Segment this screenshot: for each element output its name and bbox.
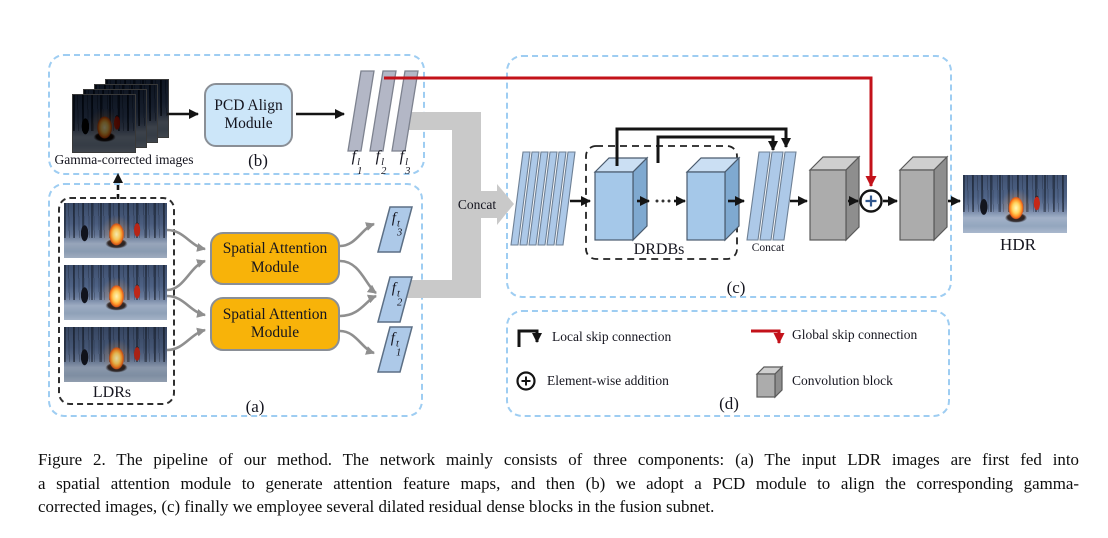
panel-a-tag: (a) [245,397,265,416]
ldr-image-3 [64,327,167,382]
hdr-output-image [963,175,1067,233]
panel-d [506,310,950,417]
legend-elementwise-label: Element-wise addition [547,373,669,388]
hdr-label: HDR [1000,235,1036,254]
figure-caption: Figure 2. The pipeline of our method. Th… [38,448,1079,519]
legend-conv-block-label: Convolution block [792,373,893,388]
gamma-image-0 [72,94,136,153]
legend-local-skip-label: Local skip connection [552,329,672,344]
panel-a [48,183,423,417]
spatial-attention-module-1-box: Spatial Attention Module [210,232,340,285]
panel-c-tag: (c) [726,278,746,297]
ldrs-label: LDRs [92,384,132,401]
panel-d-tag: (d) [719,394,739,413]
spatial-attention-module-2-box: Spatial Attention Module [210,297,340,351]
gamma-images-label: Gamma-corrected images [54,152,194,167]
ldr-image-1 [64,203,167,258]
legend-global-skip-label: Global skip connection [792,327,918,342]
spatial-attention-module-2-label: Spatial Attention Module [222,305,328,341]
panel-b-tag: (b) [248,151,268,170]
drdbs-label: DRDBs [633,241,685,258]
caption-line-1: Figure 2. The pipeline of our method. Th… [38,450,1079,469]
local-concat-label: Concat [751,242,785,254]
pcd-align-module-box: PCD Align Module [204,83,293,147]
ldr-image-2 [64,265,167,320]
caption-line-3: corrected images, (c) finally we employe… [38,497,715,516]
spatial-attention-module-1-label: Spatial Attention Module [222,240,328,276]
panel-c [506,55,952,298]
caption-line-2: a spatial attention module to generate a… [38,473,1079,493]
concat-arrow-label: Concat [457,197,497,212]
pcd-align-module-label: PCD Align Module [214,96,283,132]
